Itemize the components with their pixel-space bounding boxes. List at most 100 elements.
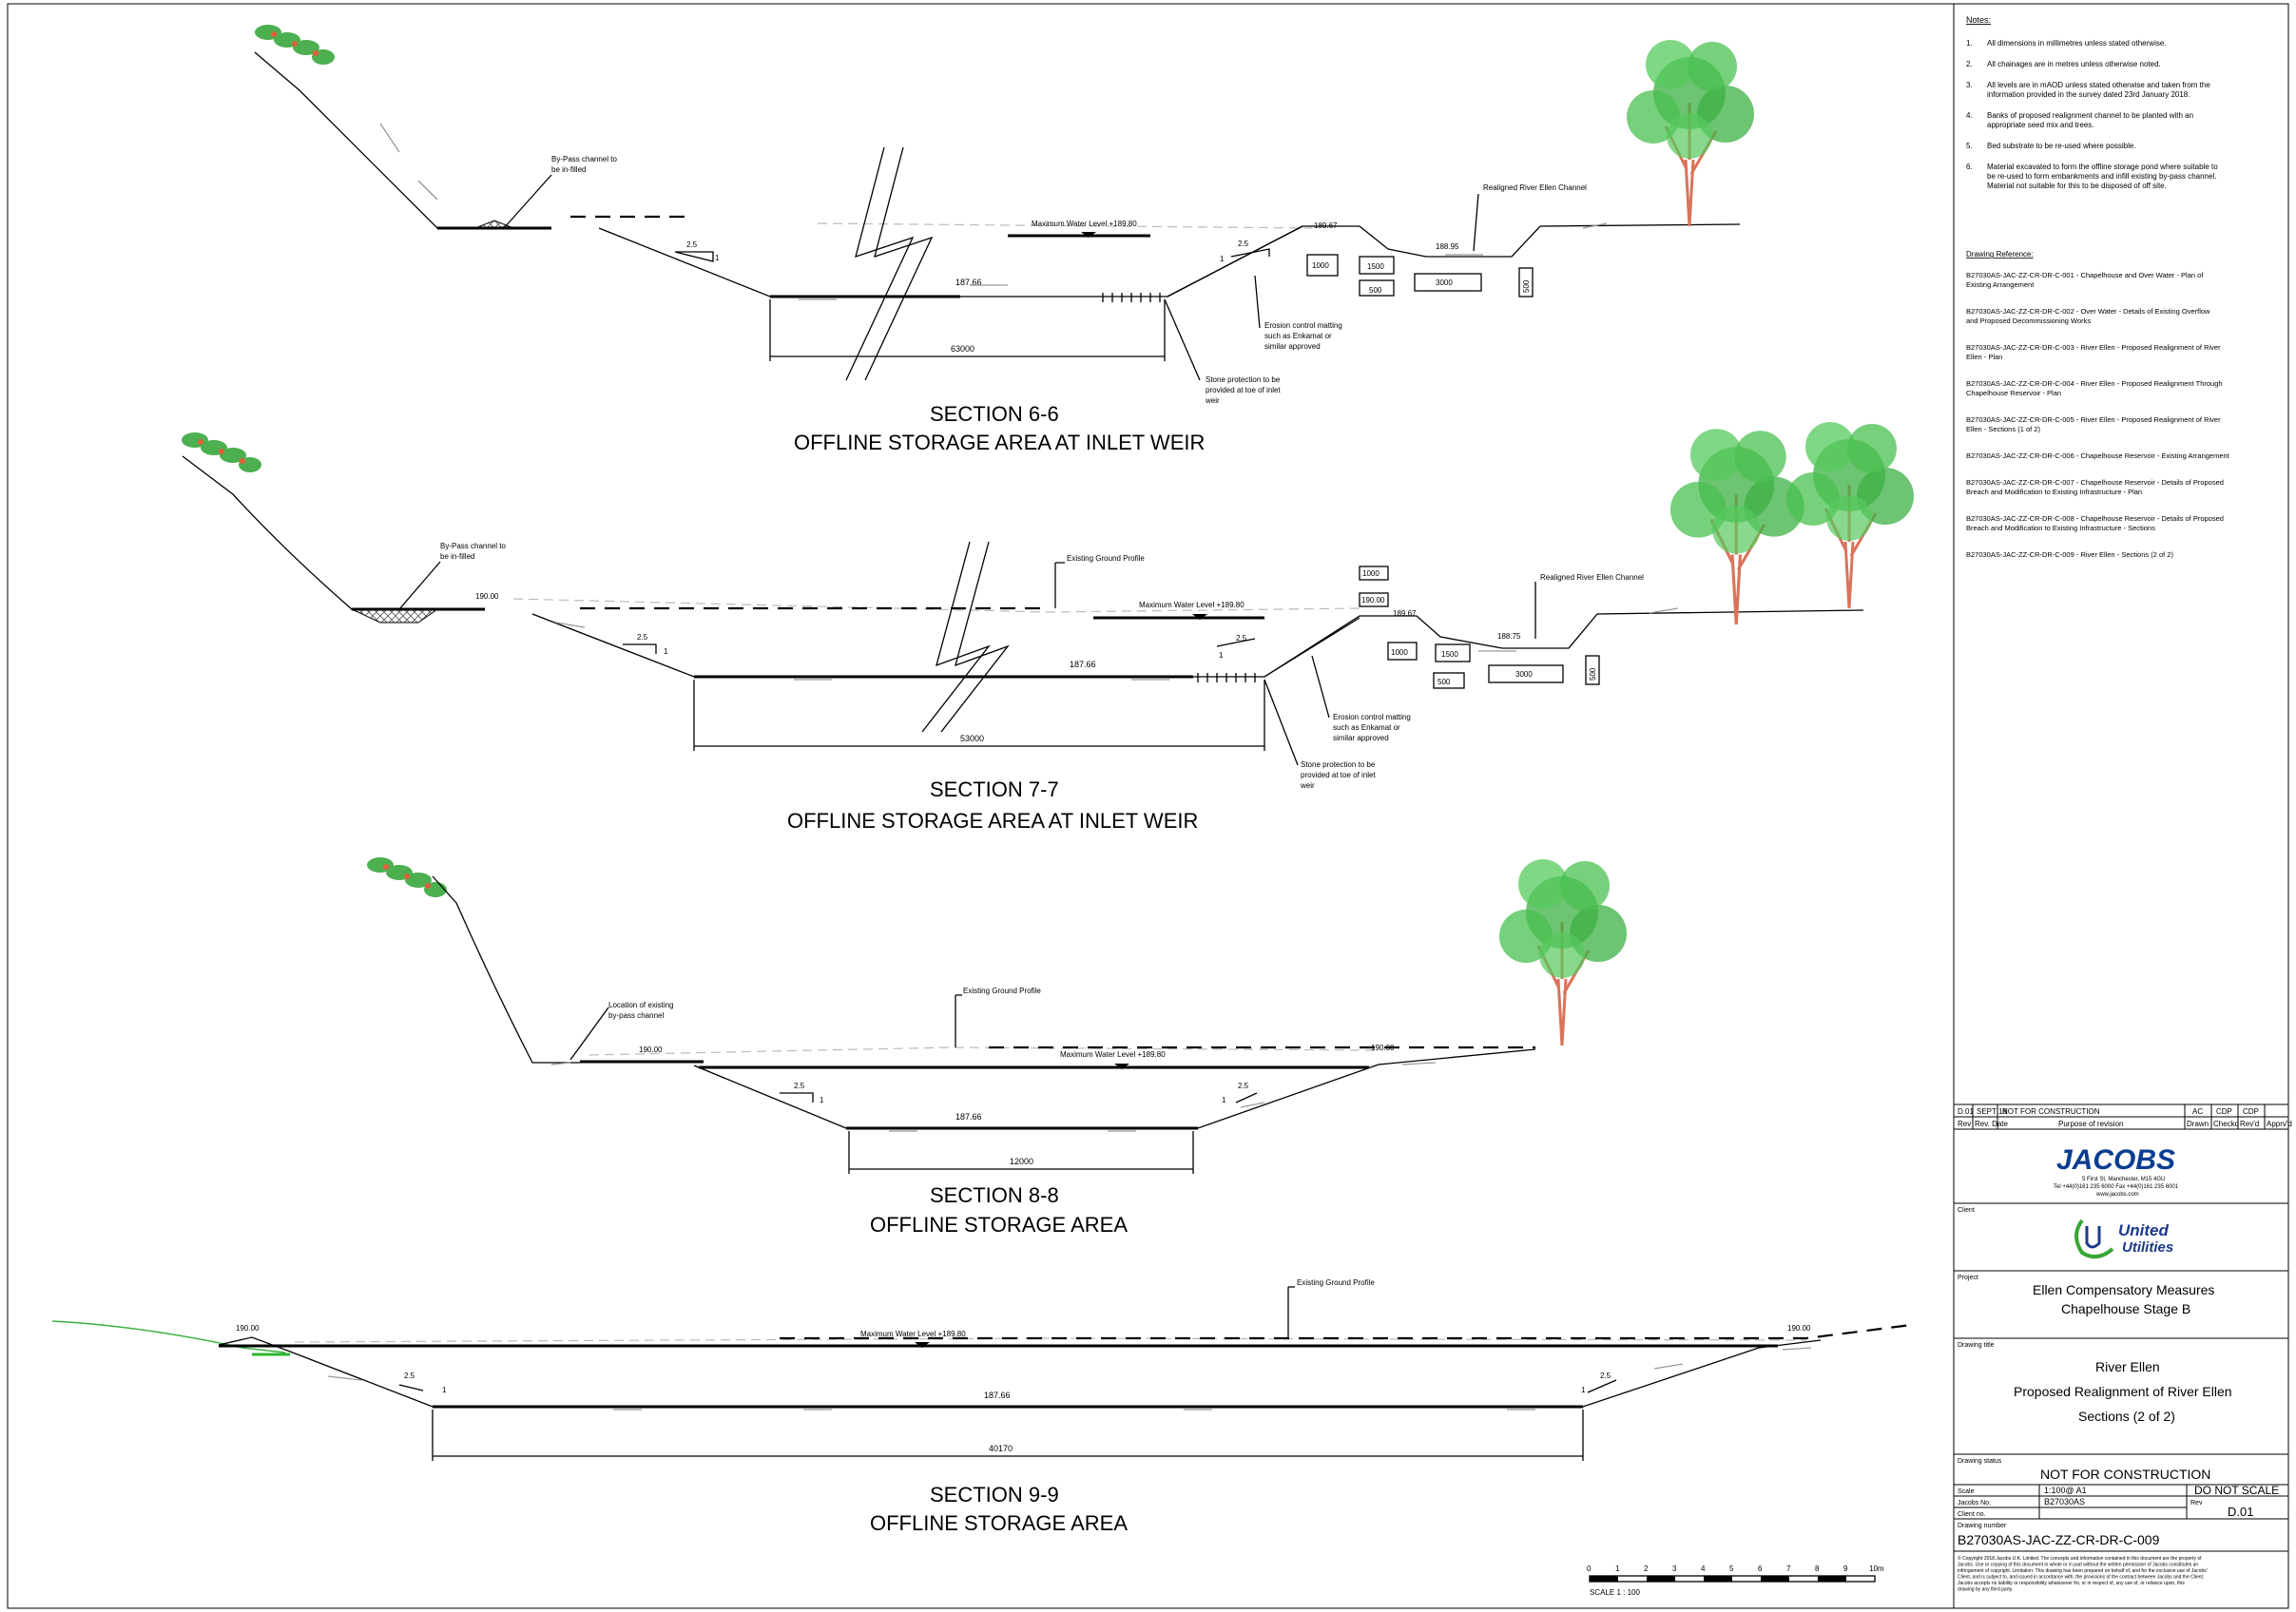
sec88-right-level: 190.00 <box>1371 1044 1395 1052</box>
note-number-1: 1. <box>1966 39 1973 48</box>
notes-list: 1. All dimensions in millimetres unless s… <box>1966 39 2218 190</box>
ground-hatching <box>327 222 1812 1410</box>
sec77-title: SECTION 7-7 <box>930 777 1059 801</box>
company-address: 5 First St, Manchester, M15 4GU <box>2082 1177 2165 1182</box>
drawing-ref-1: B27030AS-JAC-ZZ-CR-DR-C-001 - Chapelhous… <box>1966 271 2204 289</box>
section-8-8: 190.00 12000 187.66 Existing Ground Prof… <box>367 857 1629 1237</box>
sec88-slope-left-v: 1 <box>820 1096 824 1104</box>
scale-field-label: Scale <box>1958 1488 1975 1495</box>
scale-tick-1: 1 <box>1615 1564 1620 1573</box>
section-7-7: 190.00 53000 187.66 Existing Ground Prof… <box>182 420 1916 833</box>
company-web: www.jacobs.com <box>2095 1192 2139 1198</box>
sec88-slope-left: 2.5 <box>794 1082 805 1090</box>
sec99-title: SECTION 9-9 <box>930 1483 1059 1506</box>
rev-header-drawn: Drawn <box>2187 1120 2209 1128</box>
drawing-no-value: B27030AS-JAC-ZZ-CR-DR-C-009 <box>1958 1532 2160 1547</box>
note-number-5: 5. <box>1966 142 1973 150</box>
sec66-title: SECTION 6-6 <box>930 402 1059 426</box>
client-name-line1: United <box>2118 1221 2170 1239</box>
sec66-slope-right: 2.5 <box>1238 240 1249 248</box>
sec77-base-width: 53000 <box>960 734 984 743</box>
note-number-3: 3. <box>1966 81 1973 89</box>
sec77-dim-2: 1500 <box>1441 650 1458 659</box>
sec77-channel-level: 188.75 <box>1497 632 1521 641</box>
sec66-bed-level: 187.66 <box>955 278 982 287</box>
client-no-label: Client no. <box>1958 1511 1986 1518</box>
united-utilities-logo: United Utilities <box>2074 1219 2173 1259</box>
scale-bar: 0 1 2 3 4 5 6 7 8 9 10m SCALE 1 : 100 <box>1587 1564 1884 1597</box>
sec77-egp-label: Existing Ground Profile <box>1067 554 1145 563</box>
drawing-ref-8: B27030AS-JAC-ZZ-CR-DR-C-008 - Chapelhous… <box>1966 514 2224 532</box>
drawing-ref-7: B27030AS-JAC-ZZ-CR-DR-C-007 - Chapelhous… <box>1966 478 2224 496</box>
company-phone: Tel +44(0)161 235 6000 Fax +44(0)161 235… <box>2054 1184 2179 1190</box>
sec66-bank-level: 189.67 <box>1314 221 1338 230</box>
section-9-9: 190.00 40170 187.66 Existing Ground Prof… <box>51 1278 1912 1535</box>
note-text-1: All dimensions in millimetres unless sta… <box>1987 39 2167 48</box>
rev-header-rev: Rev <box>1958 1120 1971 1128</box>
sec88-title: SECTION 8-8 <box>930 1183 1059 1207</box>
notes-heading: Notes: <box>1966 15 1991 25</box>
sec77-level-190: 190.00 <box>475 592 499 601</box>
note-text-2: All chainages are in metres unless other… <box>1987 60 2161 68</box>
sec77-bed-level: 187.66 <box>1070 660 1096 669</box>
scale-tick-0: 0 <box>1587 1564 1592 1573</box>
sec88-egp-label: Existing Ground Profile <box>963 987 1041 995</box>
title-block: D.01 SEPT 18 NOT FOR CONSTRUCTION AC CDP… <box>1954 1103 2292 1593</box>
rev-header-checked: Checkd <box>2213 1120 2239 1128</box>
sec99-egp-label: Existing Ground Profile <box>1297 1278 1375 1287</box>
sec66-dim-1: 1000 <box>1312 261 1329 270</box>
sec66-dim-2: 1500 <box>1367 262 1384 271</box>
sec88-slope-right-v: 1 <box>1222 1096 1226 1104</box>
sec66-slope-left-v: 1 <box>715 254 720 262</box>
sec66-slope-right-v: 1 <box>1220 255 1225 263</box>
sec77-dim-1: 1000 <box>1391 648 1408 657</box>
sec66-realigned-label: Realigned River Ellen Channel <box>1483 183 1587 192</box>
note-number-2: 2. <box>1966 60 1973 68</box>
rev-header-purpose: Purpose of revision <box>2058 1120 2123 1128</box>
scale-tick-9: 9 <box>1843 1564 1848 1573</box>
scale-tick-4: 4 <box>1701 1564 1706 1573</box>
scale-label: SCALE 1 : 100 <box>1590 1588 1640 1597</box>
sec88-slope-right: 2.5 <box>1238 1082 1249 1090</box>
project-line2: Chapelhouse Stage B <box>2061 1301 2190 1316</box>
drawing-ref-list: B27030AS-JAC-ZZ-CR-DR-C-001 - Chapelhous… <box>1966 271 2230 559</box>
sec99-slope-left-v: 1 <box>442 1386 447 1394</box>
sec66-mwl: Maximum Water Level +189.80 <box>1032 220 1137 228</box>
rev-header-approved: Apprv'd <box>2267 1120 2292 1128</box>
drawing-title-line1: River Ellen <box>2095 1359 2160 1374</box>
jacobs-logo: JACOBS <box>2056 1144 2175 1176</box>
sec77-slope-right: 2.5 <box>1236 634 1247 643</box>
sec88-base-width: 12000 <box>1010 1157 1033 1166</box>
scale-tick-2: 2 <box>1644 1564 1649 1573</box>
sec77-slope-left: 2.5 <box>637 633 648 642</box>
note-text-4: Banks of proposed realignment channel to… <box>1987 111 2193 129</box>
scale-tick-6: 6 <box>1758 1564 1763 1573</box>
sec99-slope-left: 2.5 <box>404 1372 415 1380</box>
sec88-bed-level: 187.66 <box>955 1112 982 1122</box>
project-label: Project <box>1958 1275 1978 1281</box>
client-name-line2: Utilities <box>2122 1239 2173 1256</box>
rev-cell-reviewed: CDP <box>2243 1107 2259 1116</box>
sec99-right-level: 190.00 <box>1787 1324 1811 1333</box>
sec77-subtitle: OFFLINE STORAGE AREA AT INLET WEIR <box>787 809 1198 833</box>
scale-tick-7: 7 <box>1786 1564 1791 1573</box>
rev-cell-purpose: NOT FOR CONSTRUCTION <box>2002 1107 2100 1116</box>
sec99-mwl: Maximum Water Level +189.80 <box>860 1330 966 1338</box>
sec66-dim-5: 500 <box>1522 279 1531 293</box>
sec99-base-width: 40170 <box>989 1444 1013 1453</box>
scale-tick-8: 8 <box>1815 1564 1820 1573</box>
do-not-scale: DO NOT SCALE <box>2194 1484 2279 1497</box>
rev-cell-drawn: AC <box>2192 1107 2203 1116</box>
sec77-mwl: Maximum Water Level +189.80 <box>1139 601 1244 609</box>
drawing-title-label: Drawing title <box>1958 1342 1995 1349</box>
rev-field-label: Rev <box>2190 1500 2203 1506</box>
sec99-subtitle: OFFLINE STORAGE AREA <box>870 1511 1128 1535</box>
jacobs-no-label: Jacobs No. <box>1958 1500 1991 1506</box>
sec99-level-190: 190.00 <box>236 1324 260 1333</box>
